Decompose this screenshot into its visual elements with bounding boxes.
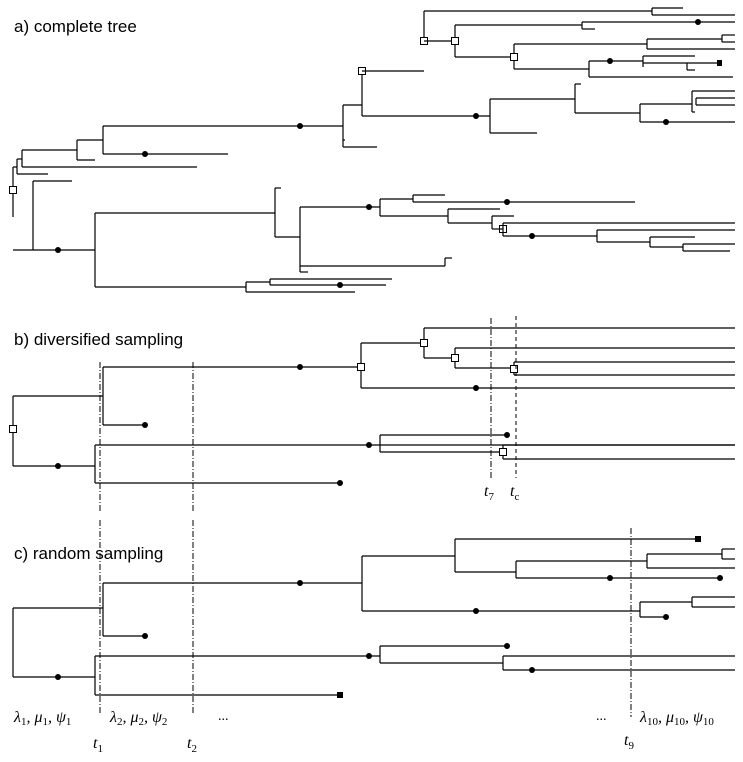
random-sampling-tree [12, 520, 735, 717]
time-label-t2: t2 [187, 735, 197, 755]
fossil-sample-dot [607, 58, 613, 64]
diversified-sampling-tree [9, 316, 735, 512]
fossil-sample-dot [529, 233, 535, 239]
fossil-sample-dot [663, 119, 669, 125]
fossil-sample-dot [55, 674, 61, 680]
fossil-sample-dot [695, 19, 701, 25]
fossil-sample-dot [55, 463, 61, 469]
fossil-sample-dot [695, 536, 701, 542]
fossil-sample-dot [504, 432, 510, 438]
time-label-t1: t1 [93, 735, 103, 755]
fossil-sample-dot [297, 580, 303, 586]
interval-params-1: λ1, μ1, ψ1 [13, 709, 71, 728]
fossil-sample-dot [337, 480, 343, 486]
fossil-sample-dot [663, 614, 669, 620]
fossil-sample-dot [297, 123, 303, 129]
fossil-sample-dot [504, 199, 510, 205]
speciation-node-square [9, 186, 17, 194]
panel-c-title: c) random sampling [14, 544, 163, 563]
ellipsis-left: ... [218, 709, 229, 724]
fossil-sample-dot [337, 692, 343, 698]
fossil-sample-dot [473, 113, 479, 119]
fossil-sample-dot [297, 364, 303, 370]
fossil-sample-dot [717, 575, 723, 581]
time-label-tc: tc [510, 483, 519, 503]
speciation-node-square [510, 53, 518, 61]
fossil-sample-dot [473, 608, 479, 614]
fossil-sample-dot [366, 204, 372, 210]
fossil-sample-dot [142, 151, 148, 157]
fossil-sample-dot [366, 653, 372, 659]
fossil-sample-dot [337, 282, 343, 288]
fossil-sample-dot [55, 247, 61, 253]
interval-params-2: λ2, μ2, ψ2 [109, 709, 167, 728]
speciation-node-square [510, 365, 518, 373]
fossil-sample-dot [529, 667, 535, 673]
interval-params-10: λ10, μ10, ψ10 [639, 709, 714, 728]
speciation-node-square [357, 363, 365, 371]
speciation-node-square [451, 37, 459, 45]
speciation-node-square [499, 448, 507, 456]
fossil-sample-dot [142, 633, 148, 639]
fossil-sample-dot [717, 60, 722, 66]
fossil-sample-dot [607, 575, 613, 581]
fossil-sample-dot [473, 385, 479, 391]
speciation-node-square [451, 354, 459, 362]
fossil-sample-dot [504, 643, 510, 649]
panel-b-title: b) diversified sampling [14, 330, 183, 349]
fossil-sample-dot [366, 442, 372, 448]
ellipsis-right: ... [596, 709, 607, 724]
speciation-node-square [420, 339, 428, 347]
speciation-node-square [9, 425, 17, 433]
time-label-t9: t9 [624, 732, 634, 752]
panel-a-title: a) complete tree [14, 17, 137, 36]
time-label-t7: t7 [484, 483, 494, 503]
fossil-sample-dot [142, 422, 148, 428]
complete-tree [9, 7, 735, 293]
